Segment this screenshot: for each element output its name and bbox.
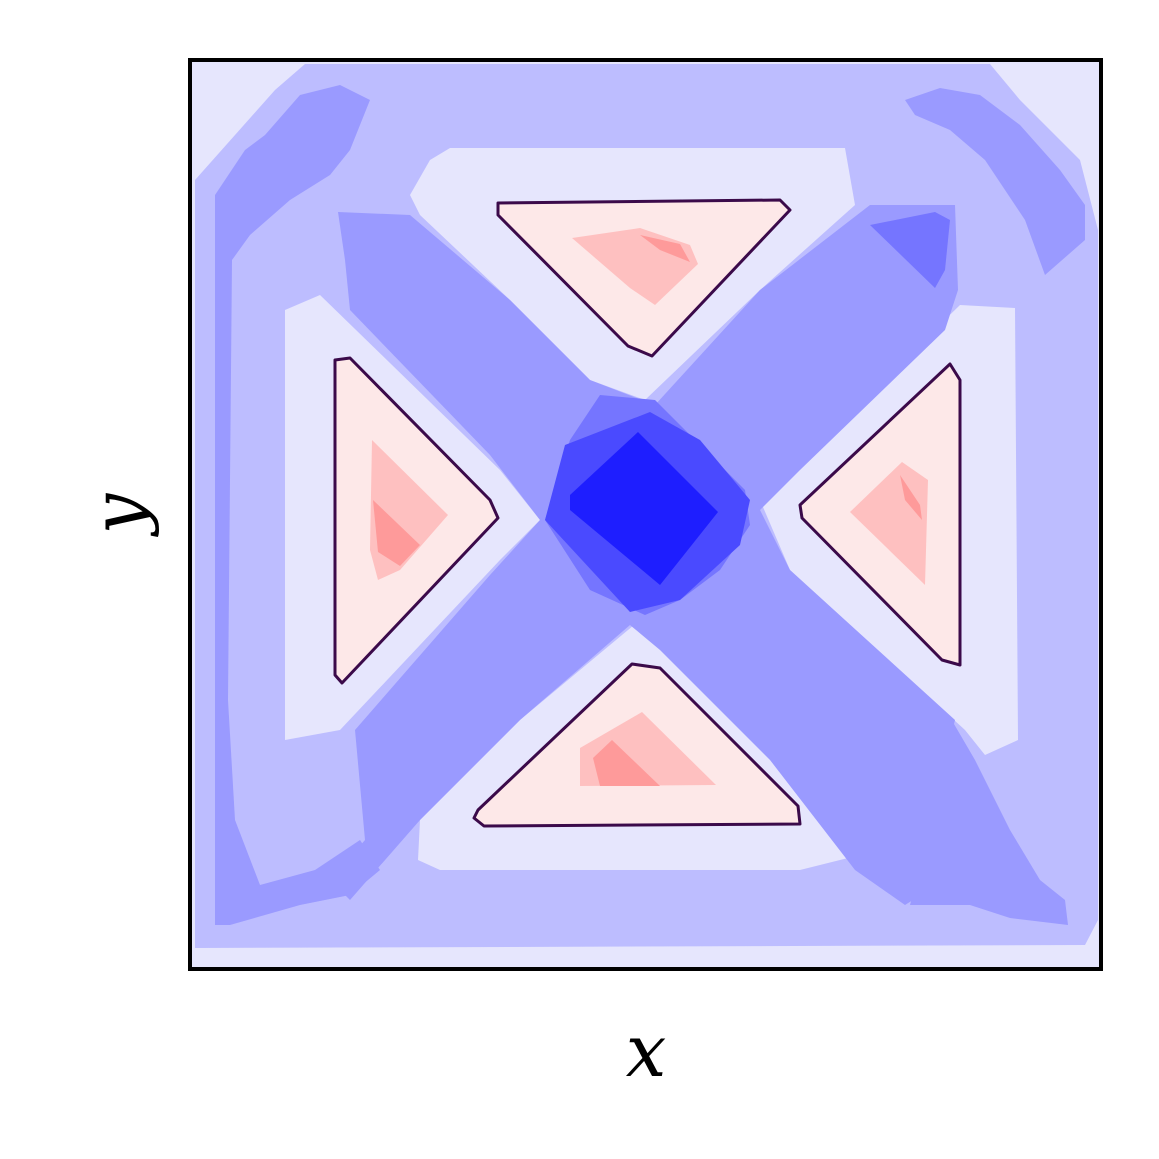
zero-contour-right	[798, 362, 962, 667]
plot-area	[190, 60, 1101, 969]
zero-contour-left	[333, 356, 500, 685]
contour-band-positive-3-right	[900, 475, 922, 520]
zero-contour-top	[496, 198, 792, 358]
contour-band-level-4-right	[905, 88, 1085, 275]
x-axis-label: x	[626, 1009, 667, 1093]
contour-band-level-7-center	[570, 432, 718, 585]
y-axis-label: y	[76, 492, 160, 537]
contour-band-level-4-bottom	[910, 700, 1068, 925]
plot-frame	[188, 58, 1103, 971]
contour-band-positive-3-left	[373, 500, 420, 566]
contour-band-positive-3-top	[640, 235, 690, 262]
zero-contour-bottom	[472, 662, 802, 828]
contour-band-positive-3-bottom	[593, 740, 660, 786]
contour-band-level-5-streak	[870, 212, 950, 288]
contour-band-level-4-left	[215, 85, 380, 925]
